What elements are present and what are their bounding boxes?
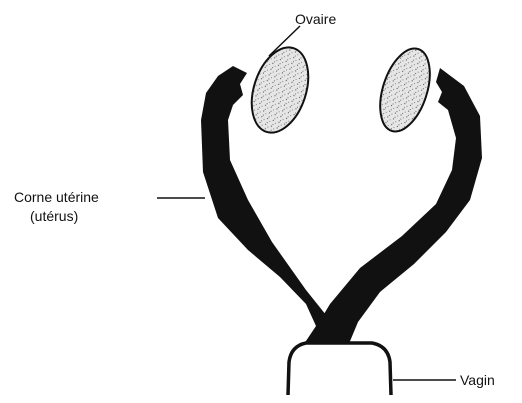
left-ovary xyxy=(242,40,319,140)
ovary-label: Ovaire xyxy=(295,11,336,27)
uterine-horn-label: Corne utérine xyxy=(14,189,99,205)
vagina-outline xyxy=(288,343,391,395)
vagina-label: Vagin xyxy=(460,372,495,388)
right-ovary xyxy=(371,42,439,137)
uterus-label: (utérus) xyxy=(30,208,78,224)
